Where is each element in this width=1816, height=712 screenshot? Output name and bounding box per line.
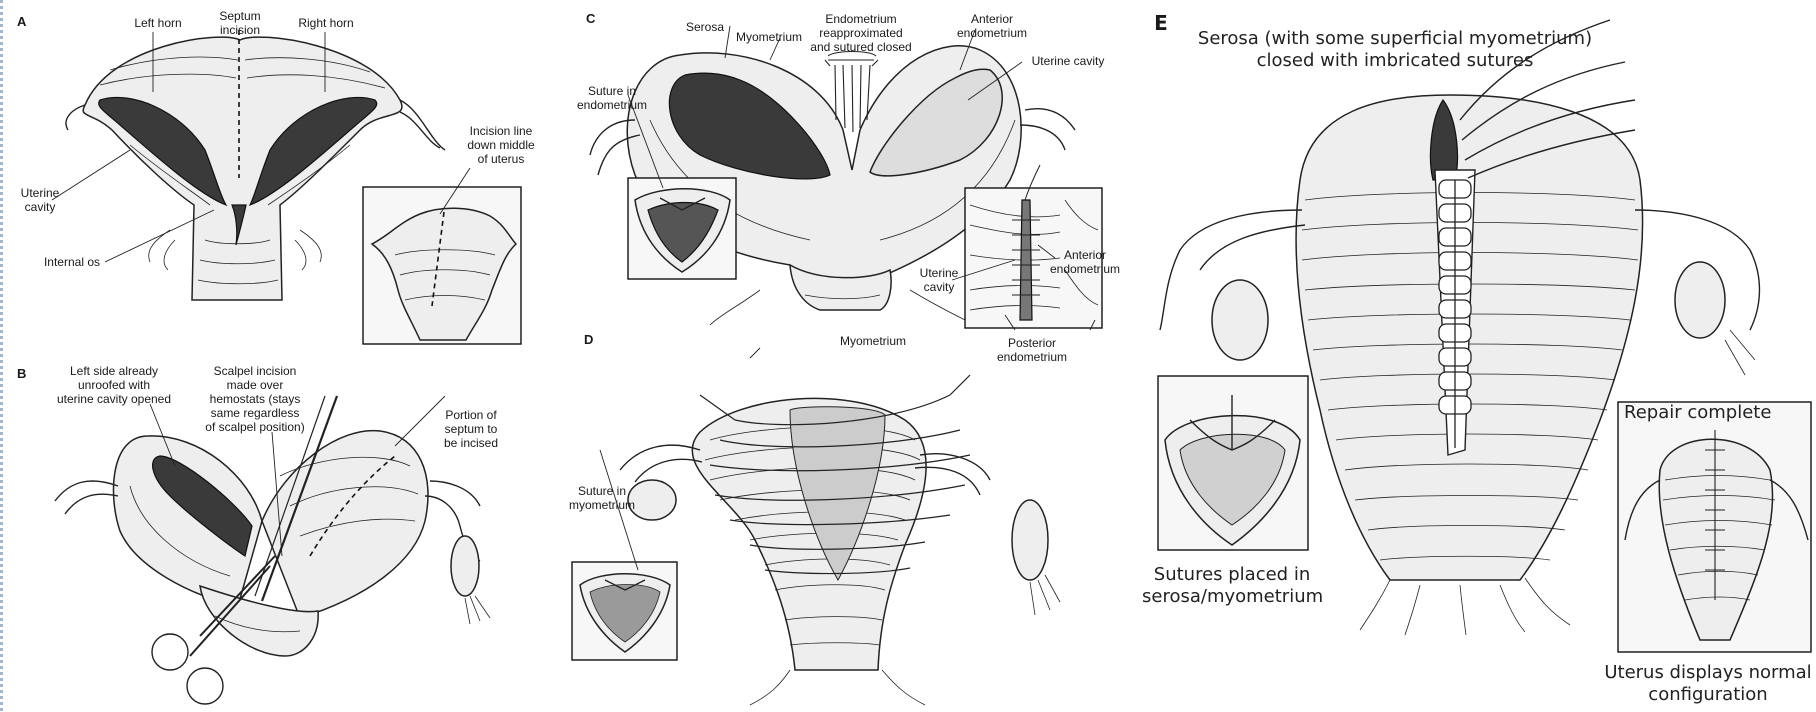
panel-c-letter: C: [586, 11, 595, 26]
label-internal-os: Internal os: [34, 255, 110, 269]
panel-e: E Serosa (with some superficial myometri…: [1130, 0, 1816, 712]
label-right-horn: Right horn: [294, 16, 358, 30]
panel-a: A Left horn Septum incision Right horn U…: [0, 0, 560, 356]
label-endometrium-closed: Endometrium reapproximated and sutured c…: [798, 12, 924, 54]
label-myometrium-c: Myometrium: [730, 30, 808, 44]
label-uterine-cavity-top: Uterine cavity: [1020, 54, 1116, 68]
label-suture-myometrium: Suture in myometrium: [560, 484, 644, 512]
label-uterine-cavity-inset: Uterine cavity: [912, 266, 966, 294]
label-anterior-endometrium-inset: Anterior endometrium: [1044, 248, 1126, 276]
label-uterine-cavity: Uterine cavity: [10, 186, 70, 214]
label-posterior-endometrium: Posterior endometrium: [990, 336, 1074, 364]
label-serosa-closed: Serosa (with some superficial myometrium…: [1190, 28, 1600, 72]
panel-b: B Left side already unroofed with uterin…: [0, 356, 560, 712]
label-portion-septum: Portion of septum to be incised: [436, 408, 506, 450]
panel-d: D Myometrium Suture in myometrium: [560, 370, 1130, 712]
panel-e-letter: E: [1152, 16, 1170, 30]
panel-d-letter: D: [584, 332, 593, 347]
label-repair-complete: Repair complete: [1624, 402, 1774, 424]
label-myometrium-d: Myometrium: [832, 334, 914, 348]
panel-b-letter: B: [17, 366, 26, 381]
label-suture-endometrium: Suture in endometrium: [572, 84, 652, 112]
label-anterior-endometrium-top: Anterior endometrium: [950, 12, 1034, 40]
panel-d-illustration: [560, 370, 1130, 712]
label-scalpel-incision: Scalpel incision made over hemostats (st…: [192, 364, 318, 434]
panel-a-illustration: [0, 0, 560, 356]
label-normal-configuration: Uterus displays normal configuration: [1598, 662, 1816, 706]
label-left-horn: Left horn: [128, 16, 188, 30]
label-incision-line: Incision line down middle of uterus: [458, 124, 544, 166]
label-sutures-placed: Sutures placed in serosa/myometrium: [1142, 564, 1322, 608]
label-serosa: Serosa: [680, 20, 730, 34]
label-left-side-unroofed: Left side already unroofed with uterine …: [46, 364, 182, 406]
panel-a-letter: A: [17, 14, 26, 29]
panel-c: C Serosa Myometrium Endometrium reapprox…: [560, 0, 1130, 370]
label-septum-incision: Septum incision: [210, 9, 270, 37]
